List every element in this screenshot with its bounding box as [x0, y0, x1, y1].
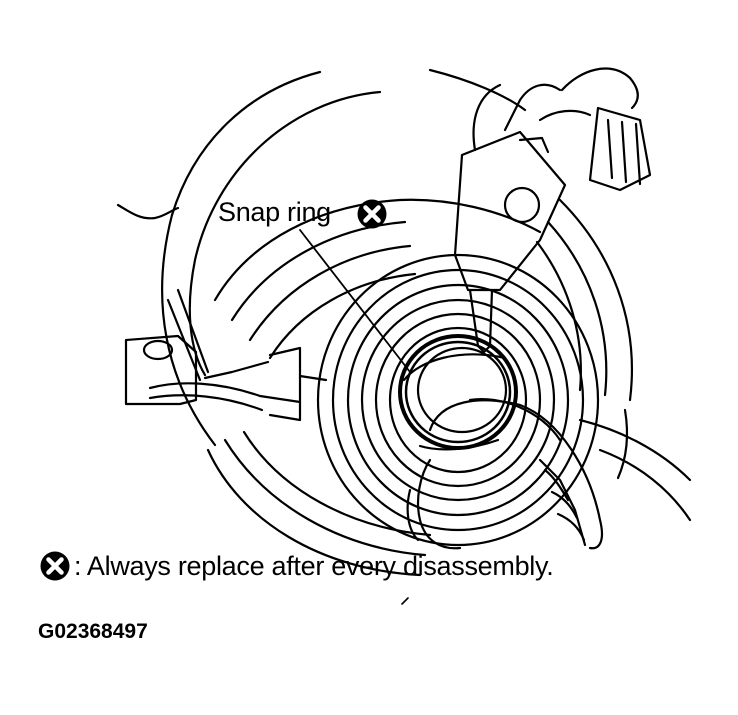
hub-shaft	[398, 334, 518, 451]
legend-text: : Always replace after every disassembly…	[74, 551, 554, 581]
hand-and-tool	[406, 398, 692, 550]
circled-x-icon	[357, 199, 387, 229]
legend-circled-x-icon	[40, 551, 70, 581]
snap-ring-label: Snap ring	[218, 197, 331, 227]
concentric-rings	[316, 253, 600, 547]
figure-id: G02368497	[38, 620, 148, 643]
stray-mark	[401, 597, 409, 605]
housing-edge-squiggle	[116, 203, 180, 220]
snap-ring-leader	[299, 229, 411, 373]
snap-ring-pliers	[453, 67, 652, 354]
lever-bracket	[124, 288, 328, 422]
